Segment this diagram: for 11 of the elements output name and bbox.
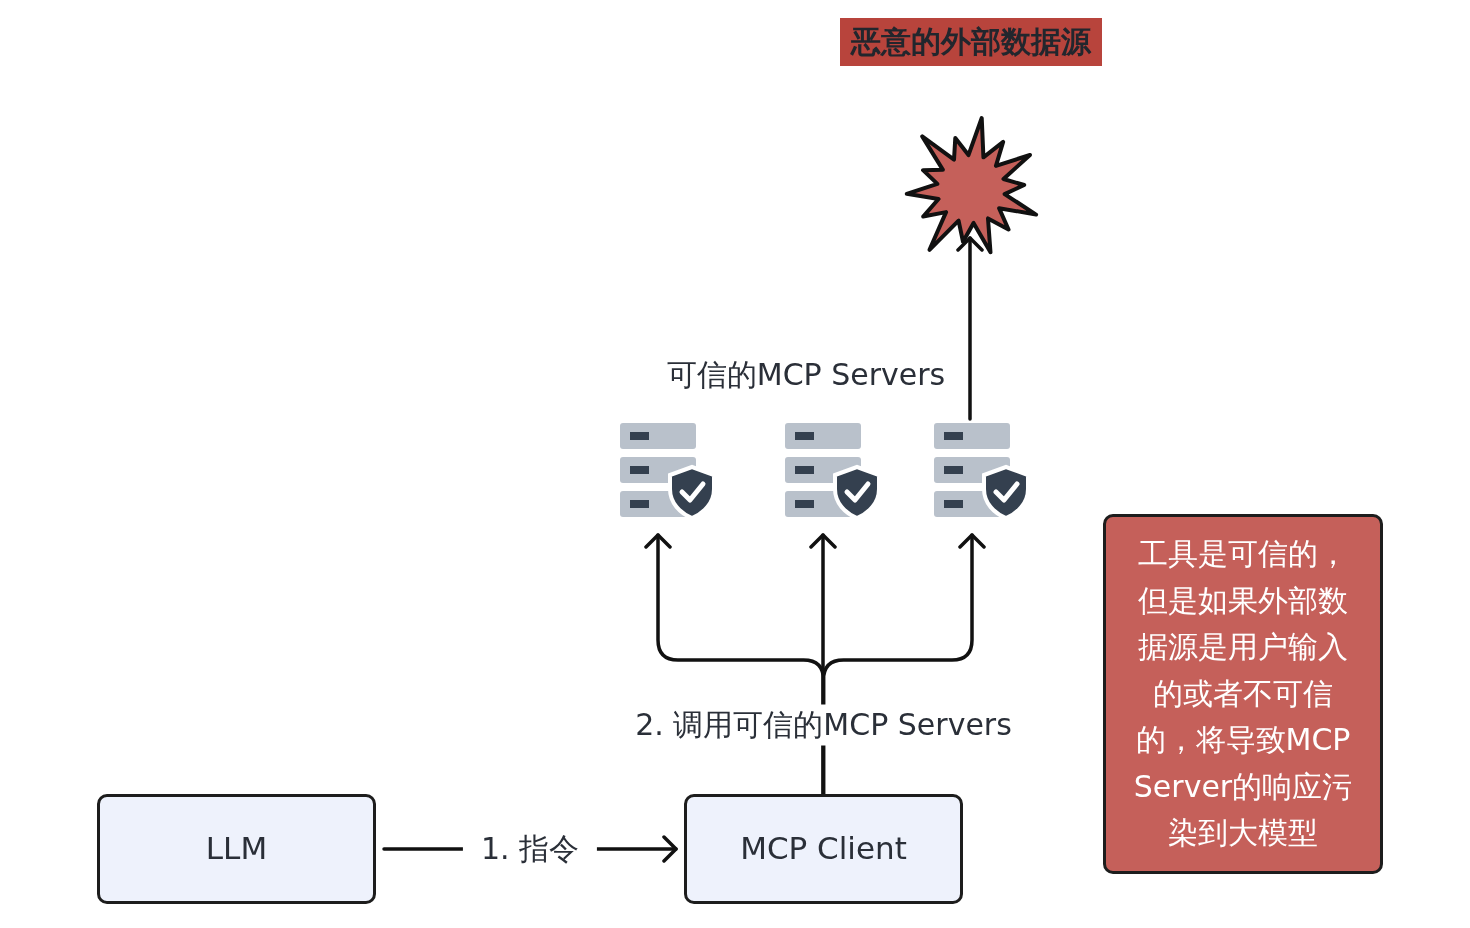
heading-tag (840, 18, 1102, 66)
box-label: LLM (205, 830, 268, 868)
heading-text: 恶意的外部数据源 (851, 24, 1091, 60)
box-label: MCP Client (740, 830, 907, 868)
group-label: 可信的MCP Servers (665, 355, 947, 394)
note-box (1103, 514, 1383, 874)
process-box (97, 794, 376, 904)
arrow (956, 236, 984, 421)
process-box (684, 794, 963, 904)
arrow (821, 533, 986, 796)
note-text: 工具是可信的，但是如果外部数据源是用户输入的或者不可信的，将导致MCP Server的响应污染到大模型 (1132, 535, 1354, 853)
